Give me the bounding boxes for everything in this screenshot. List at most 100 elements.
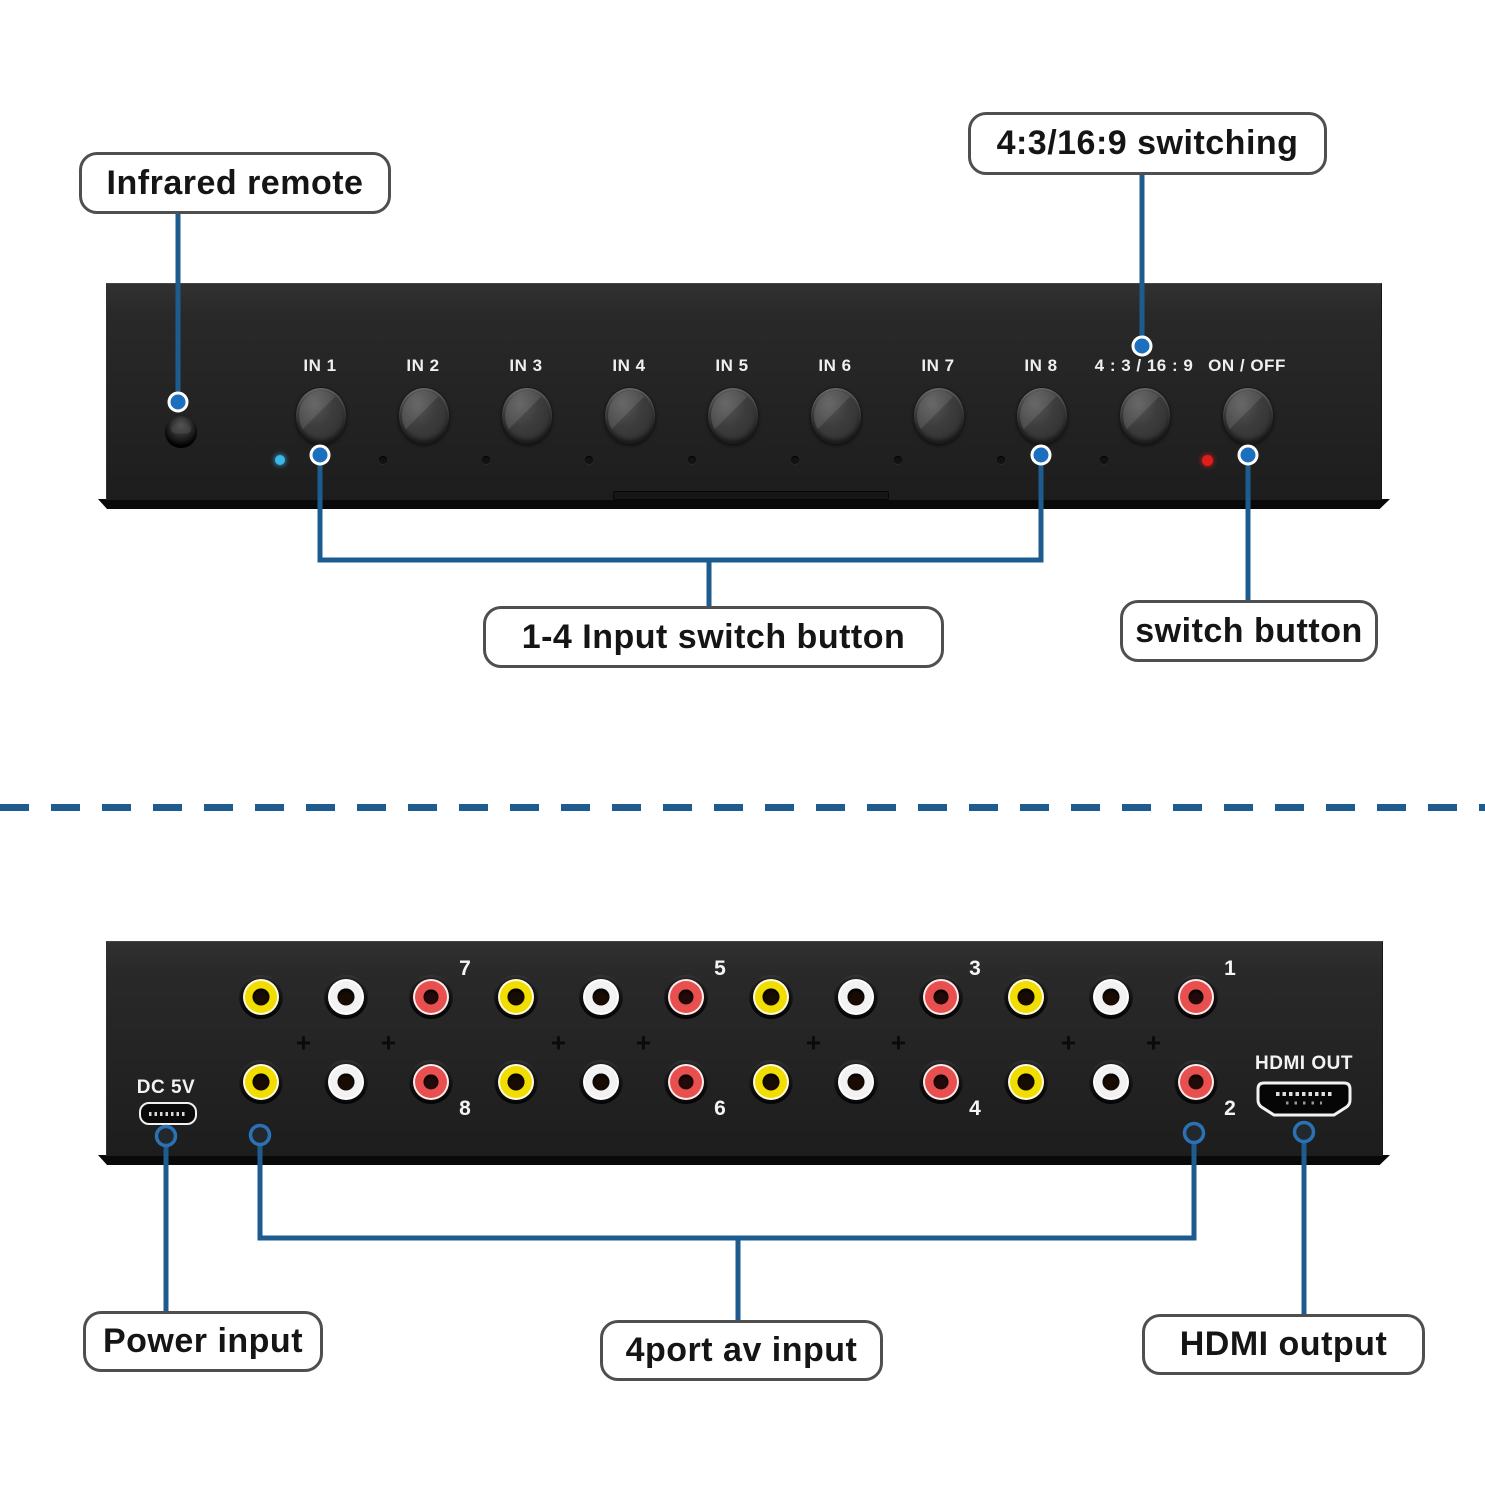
front-button-label: IN 7 bbox=[921, 356, 955, 375]
front-push-button bbox=[707, 387, 759, 444]
rca-jack-red bbox=[919, 1060, 963, 1104]
dc-power-port bbox=[139, 1102, 197, 1125]
rca-jack-yellow bbox=[494, 975, 538, 1019]
front-push-button bbox=[604, 387, 656, 444]
front-led bbox=[791, 456, 799, 464]
rca-hole bbox=[423, 1074, 439, 1090]
av-group-number: 4 bbox=[969, 1097, 981, 1120]
rca-jack-white bbox=[324, 975, 368, 1019]
front-led bbox=[997, 456, 1005, 464]
rca-jack-white bbox=[1089, 975, 1133, 1019]
front-button-label: IN 2 bbox=[406, 356, 440, 375]
plus-mark: + bbox=[1060, 1027, 1077, 1058]
front-button-label: IN 8 bbox=[1024, 356, 1058, 375]
rca-jack-red bbox=[409, 1060, 453, 1104]
rca-jack-white bbox=[834, 1060, 878, 1104]
rca-jack-white bbox=[1089, 1060, 1133, 1104]
hdmi-port-label: HDMI OUT bbox=[1255, 1053, 1353, 1074]
rca-jack-white bbox=[579, 1060, 623, 1104]
callout-av-input: 4port av input bbox=[600, 1320, 883, 1381]
front-button-label: IN 5 bbox=[715, 356, 749, 375]
rca-hole bbox=[1017, 988, 1035, 1006]
front-led bbox=[585, 456, 593, 464]
av-group-number: 7 bbox=[459, 957, 471, 980]
rca-jack-white bbox=[324, 1060, 368, 1104]
av-group-number: 2 bbox=[1224, 1097, 1236, 1120]
rca-jack-yellow bbox=[749, 1060, 793, 1104]
marker-av-left bbox=[248, 1123, 272, 1147]
callout-hdmi-output: HDMI output bbox=[1142, 1314, 1425, 1375]
front-push-button bbox=[295, 387, 347, 444]
front-push-button bbox=[398, 387, 450, 444]
plus-mark: + bbox=[805, 1027, 822, 1058]
rca-hole bbox=[423, 989, 439, 1005]
rca-hole bbox=[678, 1074, 694, 1090]
plus-mark: + bbox=[1145, 1027, 1162, 1058]
callout-switch-button: switch button bbox=[1120, 600, 1378, 662]
rca-hole bbox=[847, 988, 865, 1006]
rca-hole bbox=[592, 1073, 610, 1091]
callout-infrared-remote: Infrared remote bbox=[79, 152, 391, 214]
rca-hole bbox=[933, 1074, 949, 1090]
front-led bbox=[688, 456, 696, 464]
rca-hole bbox=[933, 989, 949, 1005]
hdmi-port bbox=[1256, 1081, 1352, 1117]
rca-jack-red bbox=[1174, 975, 1218, 1019]
rca-hole bbox=[847, 1073, 865, 1091]
rca-jack-red bbox=[664, 975, 708, 1019]
rca-hole bbox=[592, 988, 610, 1006]
plus-mark: + bbox=[380, 1027, 397, 1058]
rca-hole bbox=[252, 1073, 270, 1091]
front-led bbox=[894, 456, 902, 464]
rca-jack-yellow bbox=[494, 1060, 538, 1104]
back-panel-base bbox=[98, 1155, 1390, 1165]
front-button-label: IN 3 bbox=[509, 356, 543, 375]
rca-jack-red bbox=[1174, 1060, 1218, 1104]
marker-in1-button bbox=[309, 444, 331, 466]
rca-jack-red bbox=[409, 975, 453, 1019]
front-button-label: ON / OFF bbox=[1208, 356, 1286, 375]
marker-dc-port bbox=[154, 1124, 178, 1148]
rca-hole bbox=[1188, 989, 1204, 1005]
front-panel-base bbox=[98, 499, 1390, 509]
front-push-button bbox=[501, 387, 553, 444]
rca-hole bbox=[1102, 1073, 1120, 1091]
front-push-button bbox=[1119, 387, 1171, 444]
av-group-number: 8 bbox=[459, 1097, 471, 1120]
front-led bbox=[379, 456, 387, 464]
marker-hdmi-port bbox=[1292, 1120, 1316, 1144]
front-push-button bbox=[1016, 387, 1068, 444]
front-push-button bbox=[810, 387, 862, 444]
rca-hole bbox=[507, 988, 525, 1006]
plus-mark: + bbox=[635, 1027, 652, 1058]
marker-aspect-button bbox=[1131, 335, 1153, 357]
front-button-label: 4 : 3 / 16 : 9 bbox=[1094, 356, 1194, 375]
rca-hole bbox=[337, 988, 355, 1006]
rca-hole bbox=[252, 988, 270, 1006]
rca-hole bbox=[507, 1073, 525, 1091]
plus-mark: + bbox=[550, 1027, 567, 1058]
usbc-pins bbox=[149, 1111, 187, 1116]
front-led bbox=[1201, 454, 1213, 466]
callout-input-switch-button: 1-4 Input switch button bbox=[483, 606, 944, 668]
rca-jack-yellow bbox=[239, 975, 283, 1019]
dc-port-label: DC 5V bbox=[136, 1077, 196, 1098]
front-push-button bbox=[913, 387, 965, 444]
front-led bbox=[275, 455, 285, 465]
section-divider-dashed-line bbox=[0, 804, 1485, 811]
rca-ring bbox=[413, 1064, 449, 1100]
rca-jack-yellow bbox=[239, 1060, 283, 1104]
front-button-label: IN 6 bbox=[818, 356, 852, 375]
rca-jack-red bbox=[919, 975, 963, 1019]
rca-hole bbox=[762, 1073, 780, 1091]
rca-hole bbox=[678, 989, 694, 1005]
av-group-number: 5 bbox=[714, 957, 726, 980]
rca-jack-yellow bbox=[1004, 1060, 1048, 1104]
rca-hole bbox=[1188, 1074, 1204, 1090]
rca-jack-white bbox=[834, 975, 878, 1019]
front-push-button bbox=[1222, 387, 1274, 444]
plus-mark: + bbox=[295, 1027, 312, 1058]
back-panel bbox=[106, 941, 1383, 1156]
